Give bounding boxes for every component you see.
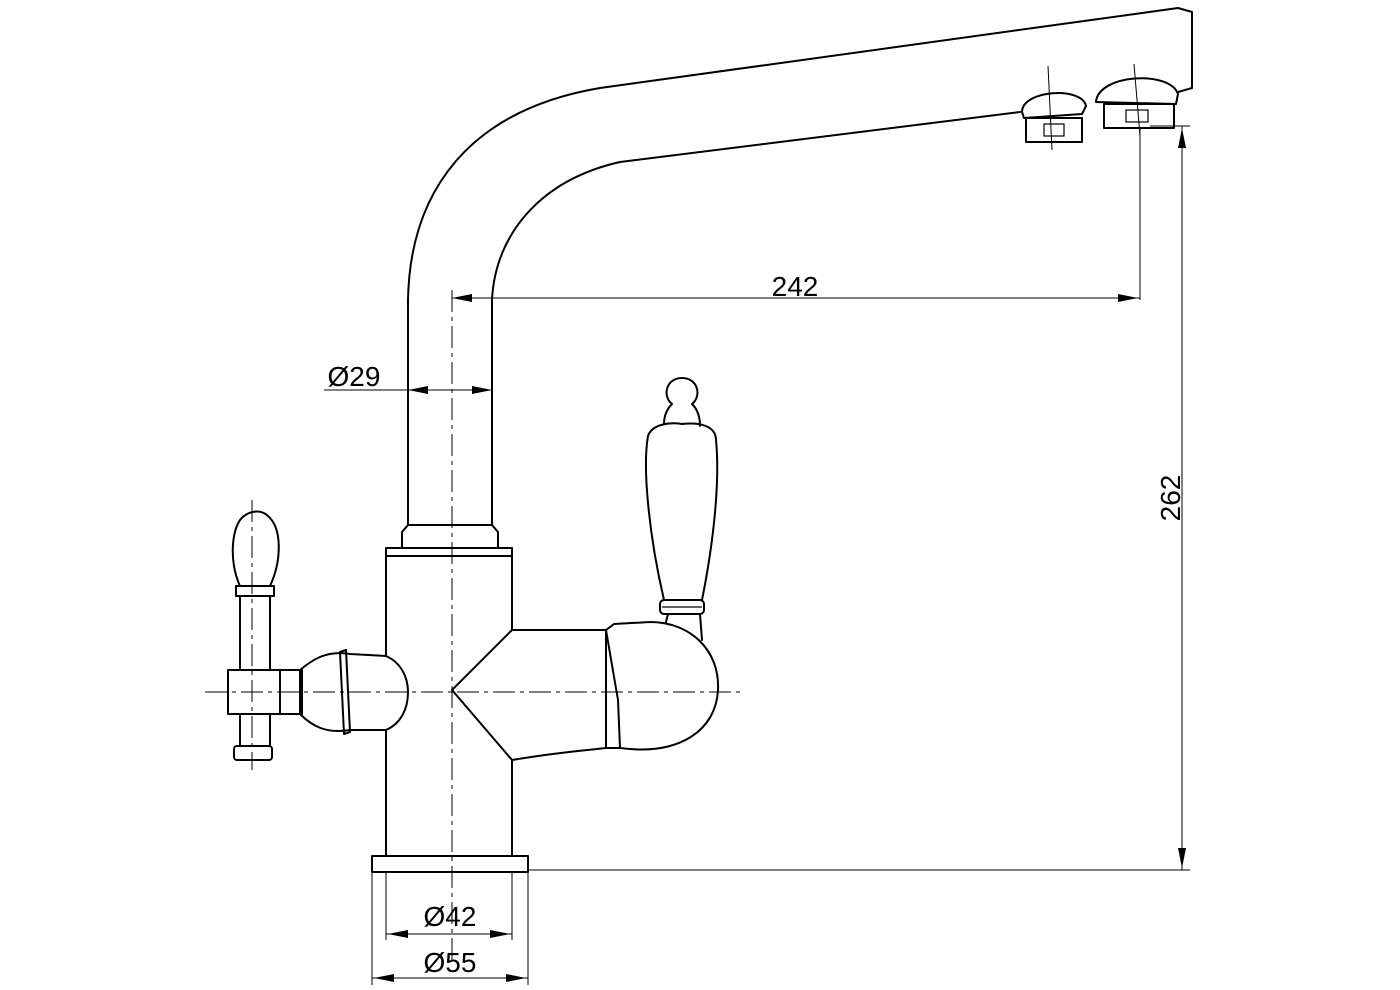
aerator-left [1021, 65, 1087, 151]
right-valve [605, 377, 720, 751]
spout-inner-edge [491, 111, 1021, 526]
right-valve-housing [605, 621, 720, 751]
right-valve-seam [605, 629, 621, 749]
left-valve-cap [299, 652, 387, 732]
spout-outer-edge [407, 7, 1193, 526]
reach-label: 242 [772, 271, 819, 302]
right-lever-neck [665, 613, 703, 641]
spout-diameter-label: Ø29 [328, 361, 381, 392]
aerator-right [1095, 63, 1179, 137]
right-lever-knob [663, 377, 701, 427]
height-label: 262 [1155, 475, 1186, 522]
left-valve-boss [385, 655, 409, 731]
base-diameter-label: Ø55 [424, 947, 477, 978]
spout-collar [401, 524, 499, 549]
spout-tip-edge [1177, 87, 1193, 93]
collar-ring [385, 547, 513, 557]
right-lever-handle [644, 422, 719, 601]
base-plate [371, 855, 529, 873]
left-valve-ring [339, 649, 351, 735]
dimension-base-diameter: Ø55 [371, 872, 529, 985]
faucet-body [371, 524, 607, 873]
dimension-spout-diameter: Ø29 [324, 361, 492, 394]
center-lines [205, 290, 740, 960]
dimension-body-diameter: Ø42 [385, 872, 513, 940]
left-valve [227, 510, 387, 761]
dimension-reach: 242 [452, 128, 1141, 302]
cross-branch [451, 629, 607, 761]
spout [407, 7, 1193, 526]
body-diameter-label: Ø42 [424, 901, 477, 932]
body-column [385, 555, 513, 857]
left-handle-tip [233, 745, 273, 761]
left-handle-grip [231, 510, 280, 587]
left-handle-collar [235, 585, 275, 597]
left-handle-shaft [239, 595, 271, 671]
dimension-height: 262 [528, 125, 1190, 871]
left-handle-stem [239, 713, 271, 747]
